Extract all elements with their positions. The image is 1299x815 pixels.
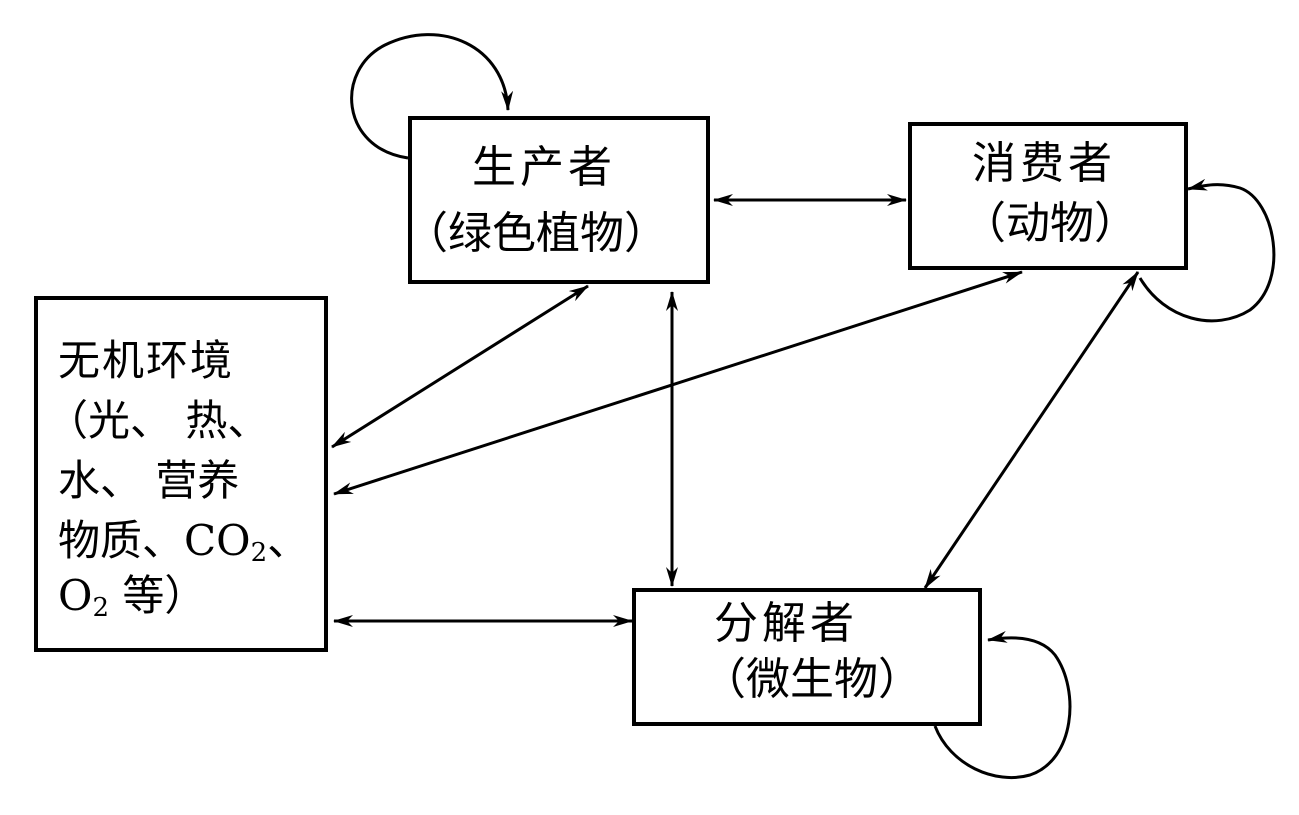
decomposer-subtitle: （微生物） <box>702 654 922 705</box>
self-loop-consumer <box>1138 178 1276 323</box>
self-loop-decomposer <box>933 630 1072 780</box>
producer-subtitle: （绿色植物） <box>404 208 668 259</box>
edge-consumer-decomposer <box>923 271 1140 589</box>
consumer-subtitle: （动物） <box>962 198 1138 249</box>
environment-line-3-text: 物质、CO <box>58 516 251 565</box>
environment-line-3: 物质、CO2、 <box>58 520 309 568</box>
decomposer-title: 分解者 <box>714 598 858 649</box>
environment-line-4: O2 等） <box>58 575 206 623</box>
consumer-box: 消费者 （动物） <box>908 122 1188 270</box>
environment-title: 无机环境 <box>58 336 235 385</box>
edge-producer-environment <box>331 284 589 449</box>
edge-consumer-environment <box>333 270 1023 496</box>
o2-text: O <box>58 571 93 620</box>
environment-box: 无机环境 （光、 热、 水、 营养 物质、CO2、 O2 等） <box>34 296 328 652</box>
self-loop-producer <box>350 33 514 160</box>
producer-title: 生产者 <box>472 142 616 193</box>
co2-subscript: 2 <box>250 538 268 568</box>
environment-line-4-suffix: 等） <box>108 571 207 620</box>
o2-subscript: 2 <box>92 593 109 623</box>
environment-line-1: （光、 热、 <box>46 396 270 445</box>
producer-box: 生产者 （绿色植物） <box>404 116 710 284</box>
decomposer-box: 分解者 （微生物） <box>632 588 982 726</box>
environment-line-2: 水、 营养 <box>58 456 240 505</box>
environment-line-3-suffix: 、 <box>267 516 310 565</box>
consumer-title: 消费者 <box>972 138 1116 189</box>
